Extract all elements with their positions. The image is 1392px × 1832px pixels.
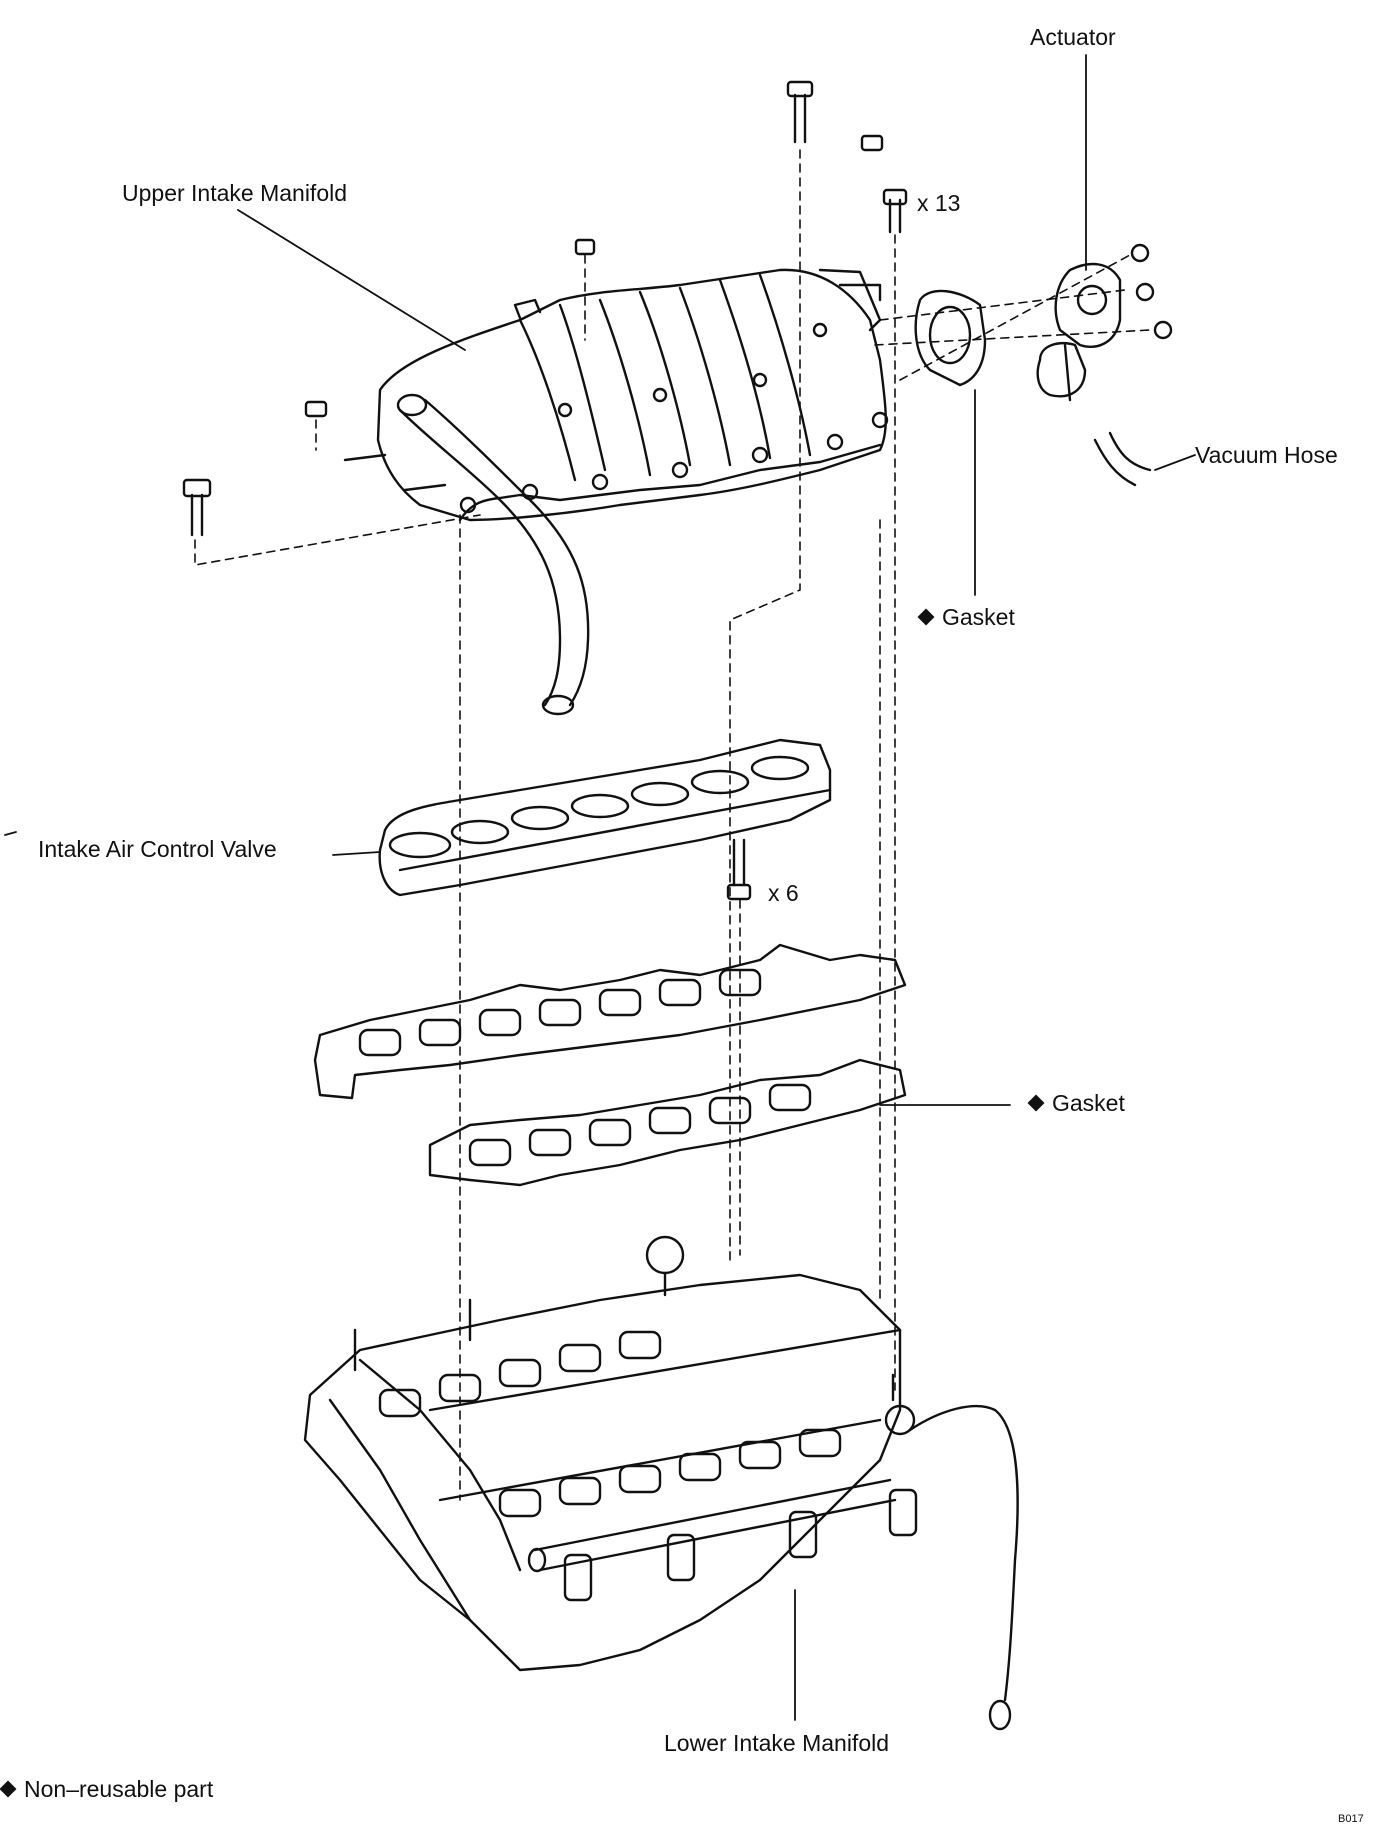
actuator-part [1036, 243, 1173, 402]
lower-intake-manifold-label: Lower Intake Manifold [664, 1730, 890, 1756]
legend-non-reusable: Non–reusable part [0, 1776, 214, 1802]
bolt-count-upper-label: x 13 [917, 190, 961, 216]
gasket-middle-label: Gasket [1027, 1090, 1125, 1116]
vacuum-hose-label: Vacuum Hose [1195, 442, 1338, 468]
fasteners [182, 80, 908, 901]
diamond-icon [1027, 1094, 1045, 1112]
actuator-gasket-part [914, 289, 987, 387]
gasket-top-text: Gasket [942, 604, 1015, 630]
upper-intake-manifold-label: Upper Intake Manifold [122, 180, 348, 206]
diamond-icon [0, 1780, 17, 1798]
figure-code: B017 [1338, 1813, 1364, 1825]
manifold-gaskets-part [313, 943, 907, 1187]
bolt-count-valve-label: x 6 [768, 880, 799, 906]
leader-lines [4, 54, 1196, 1721]
gasket-middle-text: Gasket [1052, 1090, 1125, 1116]
legend-non-reusable-text: Non–reusable part [24, 1776, 214, 1802]
upper-intake-manifold-part [343, 268, 889, 716]
lower-intake-manifold-part [303, 1235, 1019, 1731]
intake-air-control-valve-label: Intake Air Control Valve [38, 836, 277, 862]
assembly-guide-lines [194, 149, 1151, 1501]
gasket-top-label: Gasket [917, 604, 1015, 630]
intake-air-control-valve-part [378, 738, 832, 897]
diamond-icon [917, 608, 935, 626]
actuator-label: Actuator [1030, 24, 1116, 50]
vacuum-hose-part [1093, 431, 1152, 487]
